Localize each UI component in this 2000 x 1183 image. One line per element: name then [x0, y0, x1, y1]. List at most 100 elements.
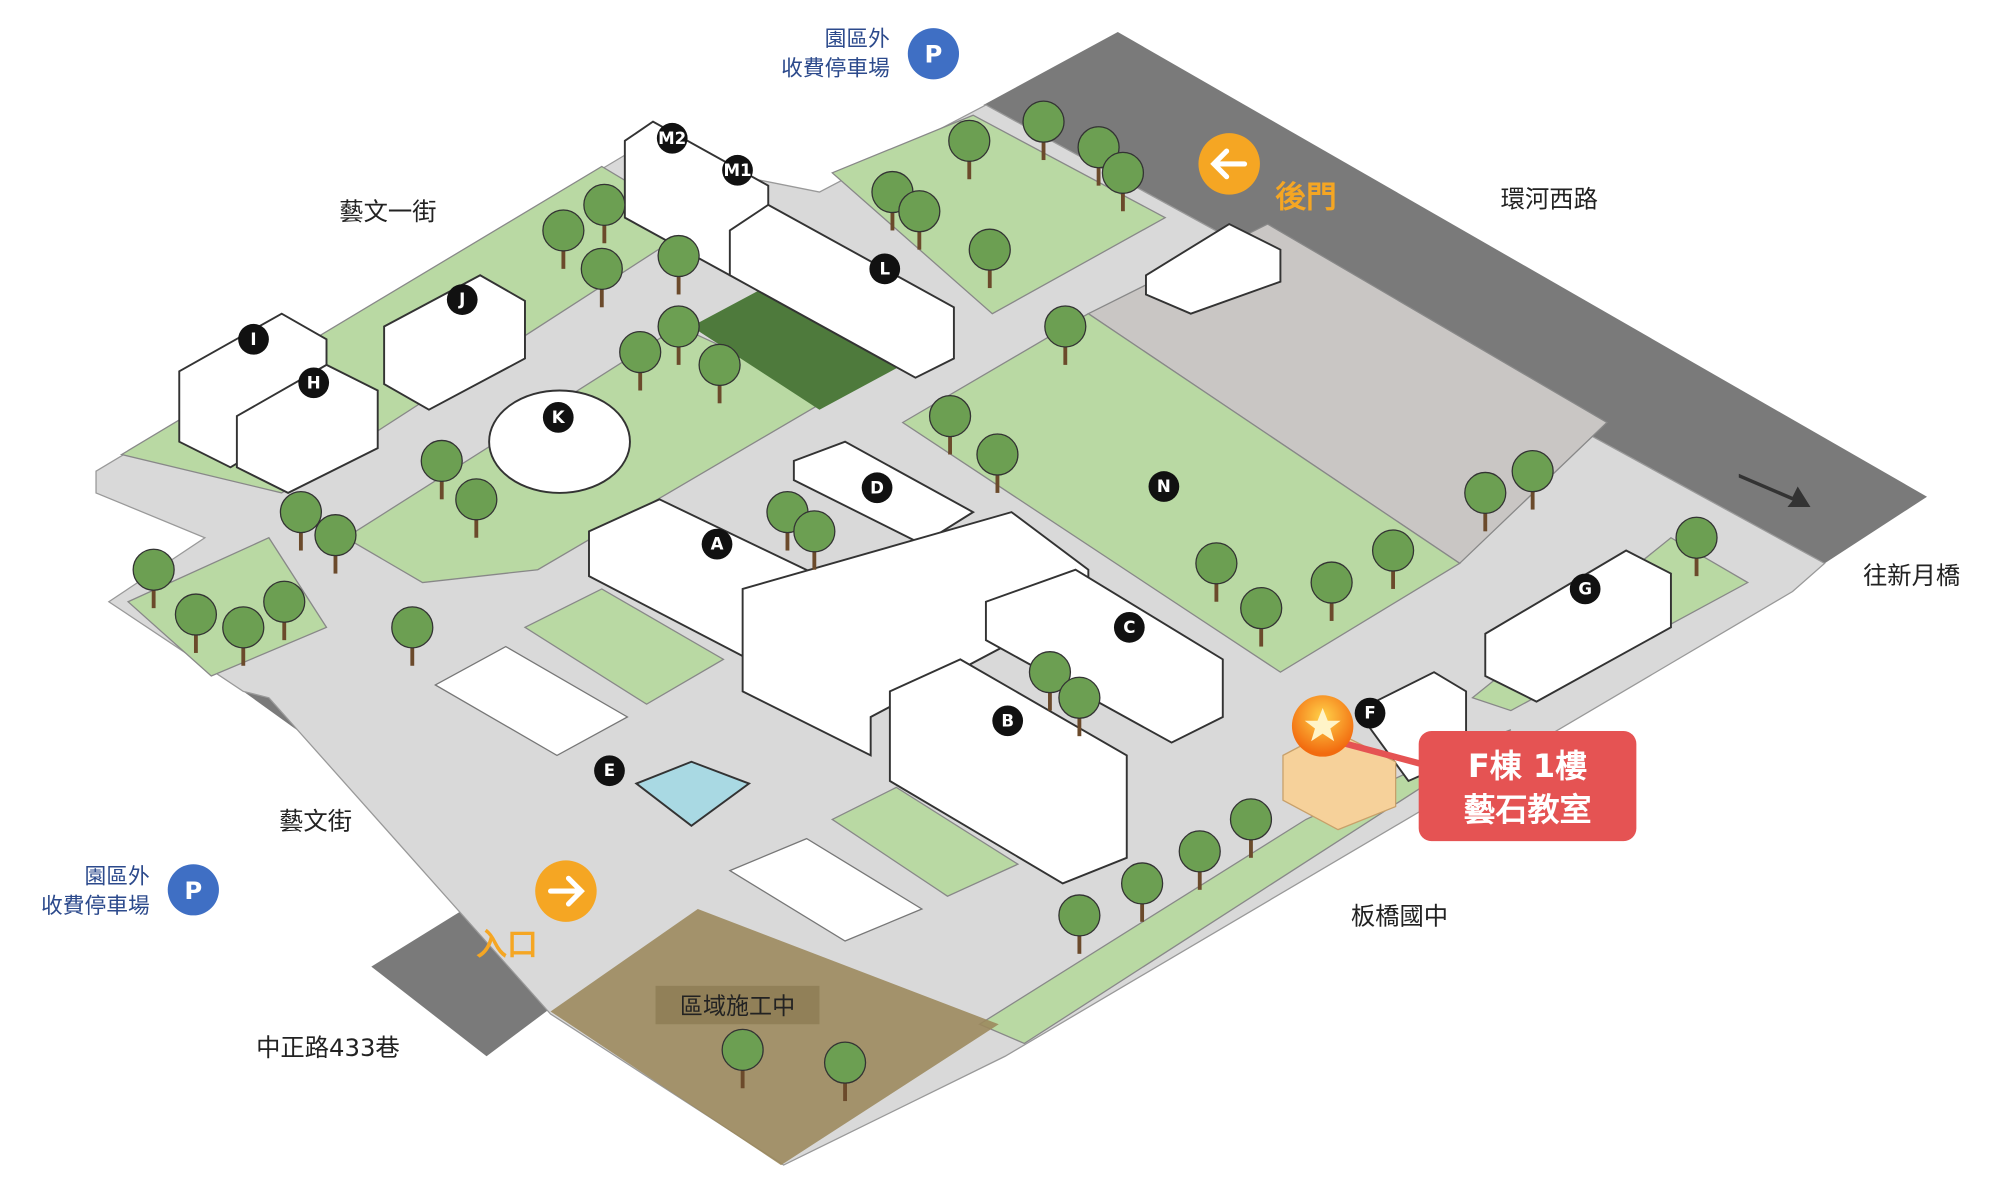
parking-top[interactable]: 園區外 收費停車場 P: [781, 27, 960, 82]
callout-box: [1418, 731, 1637, 842]
marker-label: L: [879, 259, 890, 278]
marker-label: G: [1578, 579, 1592, 598]
building-marker-d[interactable]: D: [861, 472, 893, 504]
parking-icon: [907, 28, 960, 80]
tree-icon: [314, 514, 357, 557]
marker-label: N: [1157, 477, 1171, 496]
tree-icon: [793, 510, 836, 553]
marker-label: E: [604, 761, 615, 780]
hedge-garden-right: [830, 786, 1020, 897]
marker-label: I: [250, 330, 256, 349]
building-marker-m1[interactable]: M1: [722, 154, 753, 186]
tree-icon: [1464, 471, 1507, 515]
sports-court-left: [434, 645, 629, 757]
tree-icon: [1240, 587, 1283, 630]
building-marker-h[interactable]: H: [298, 367, 330, 399]
tree-icon: [420, 439, 463, 483]
playground: [691, 275, 903, 410]
marker-circle: [992, 705, 1024, 737]
tree-icon: [1120, 862, 1164, 905]
tree-icon: [279, 490, 323, 534]
marker-circle: [542, 402, 574, 433]
star-icon: [1304, 708, 1341, 742]
marker-label: C: [1123, 618, 1135, 637]
building-marker-c[interactable]: C: [1113, 611, 1145, 643]
arrow-left-glyph: [1210, 148, 1248, 180]
tree-icon: [263, 580, 306, 623]
tree-icon: [583, 183, 626, 226]
back-gate-label: 後門: [1275, 179, 1336, 215]
marker-circle: [1354, 697, 1386, 729]
street-label-banqiao-junior-high: 板橋國中: [1351, 901, 1448, 930]
direction-arrow-icon: [1738, 473, 1811, 507]
tree-icon: [968, 228, 1011, 271]
callout-line2: 藝石教室: [1464, 791, 1592, 829]
construction-label-bg: [655, 985, 820, 1025]
callout-line1: F棟 1樓: [1468, 747, 1587, 785]
building-marker-n[interactable]: N: [1148, 471, 1180, 502]
building-marker-l[interactable]: L: [869, 253, 901, 285]
marker-circle: [446, 284, 478, 315]
tree-icon: [1675, 516, 1718, 559]
tree-icon: [542, 209, 585, 252]
callout-pointer: [1330, 736, 1429, 769]
tree-icon: [1229, 798, 1273, 841]
marker-label: B: [1001, 711, 1014, 730]
building-marker-f[interactable]: F: [1354, 697, 1386, 729]
marker-circle: [701, 528, 733, 560]
building-marker-k[interactable]: K: [542, 402, 574, 433]
tree-icon: [1178, 830, 1221, 873]
hedge-garden-left: [523, 588, 725, 705]
marker-label: J: [458, 290, 465, 309]
building-marker-e[interactable]: E: [594, 755, 625, 787]
back-gate[interactable]: 後門: [1198, 133, 1337, 215]
marker-circle: [656, 122, 688, 154]
tree-icon: [1028, 651, 1072, 694]
marker-circle: [722, 154, 753, 186]
tree-icon: [1044, 305, 1087, 348]
tree-icon: [174, 593, 218, 636]
marker-label: M2: [658, 129, 686, 148]
marker-circle: [594, 755, 625, 787]
tree-icon: [1511, 450, 1554, 493]
parking-left-line1: 園區外: [85, 864, 150, 889]
marker-circle: [1569, 573, 1601, 605]
building-marker-m2[interactable]: M2: [656, 122, 688, 154]
marker-circle: [238, 323, 269, 355]
marker-label: H: [307, 373, 321, 392]
marker-label: K: [552, 408, 566, 427]
tree-icon: [898, 190, 941, 233]
tree-icon: [455, 478, 498, 521]
tree-icon: [657, 234, 700, 278]
construction-area: [550, 909, 999, 1166]
marker-label: F: [1364, 704, 1375, 723]
parking-icon-letter: P: [925, 40, 943, 69]
tree-icon: [1310, 561, 1353, 604]
building-marker-j[interactable]: J: [446, 284, 478, 315]
marker-label: D: [870, 478, 884, 497]
entrance[interactable]: 入口: [476, 860, 597, 963]
tree-icon: [1371, 529, 1415, 572]
building-marker-a[interactable]: A: [701, 528, 733, 560]
tree-icon: [698, 343, 741, 387]
street-label-zhongzheng-433: 中正路433巷: [256, 1033, 400, 1062]
parking-left-line2: 收費停車場: [41, 894, 150, 919]
tree-icon: [657, 305, 700, 348]
tree-icon: [1058, 676, 1101, 719]
parking-top-line2: 收費停車場: [781, 57, 890, 82]
building-marker-g[interactable]: G: [1569, 573, 1601, 605]
building-marker-i[interactable]: I: [238, 323, 269, 355]
construction-label: 區域施工中: [680, 994, 795, 1020]
street-label-yiwen: 藝文街: [279, 807, 352, 836]
lawn-north: [831, 114, 1167, 315]
tree-icon: [1195, 542, 1238, 585]
entrance-label: 入口: [476, 927, 537, 963]
tree-icon: [823, 1041, 867, 1084]
tree-icon: [222, 606, 265, 649]
parking-left[interactable]: 園區外 收費停車場 P: [41, 864, 219, 919]
street-label-to-xinyue-bridge: 往新月橋: [1863, 561, 1960, 590]
tree-icon: [580, 247, 623, 290]
building-marker-b[interactable]: B: [992, 705, 1024, 737]
classroom-callout[interactable]: F棟 1樓 藝石教室: [1291, 695, 1637, 842]
